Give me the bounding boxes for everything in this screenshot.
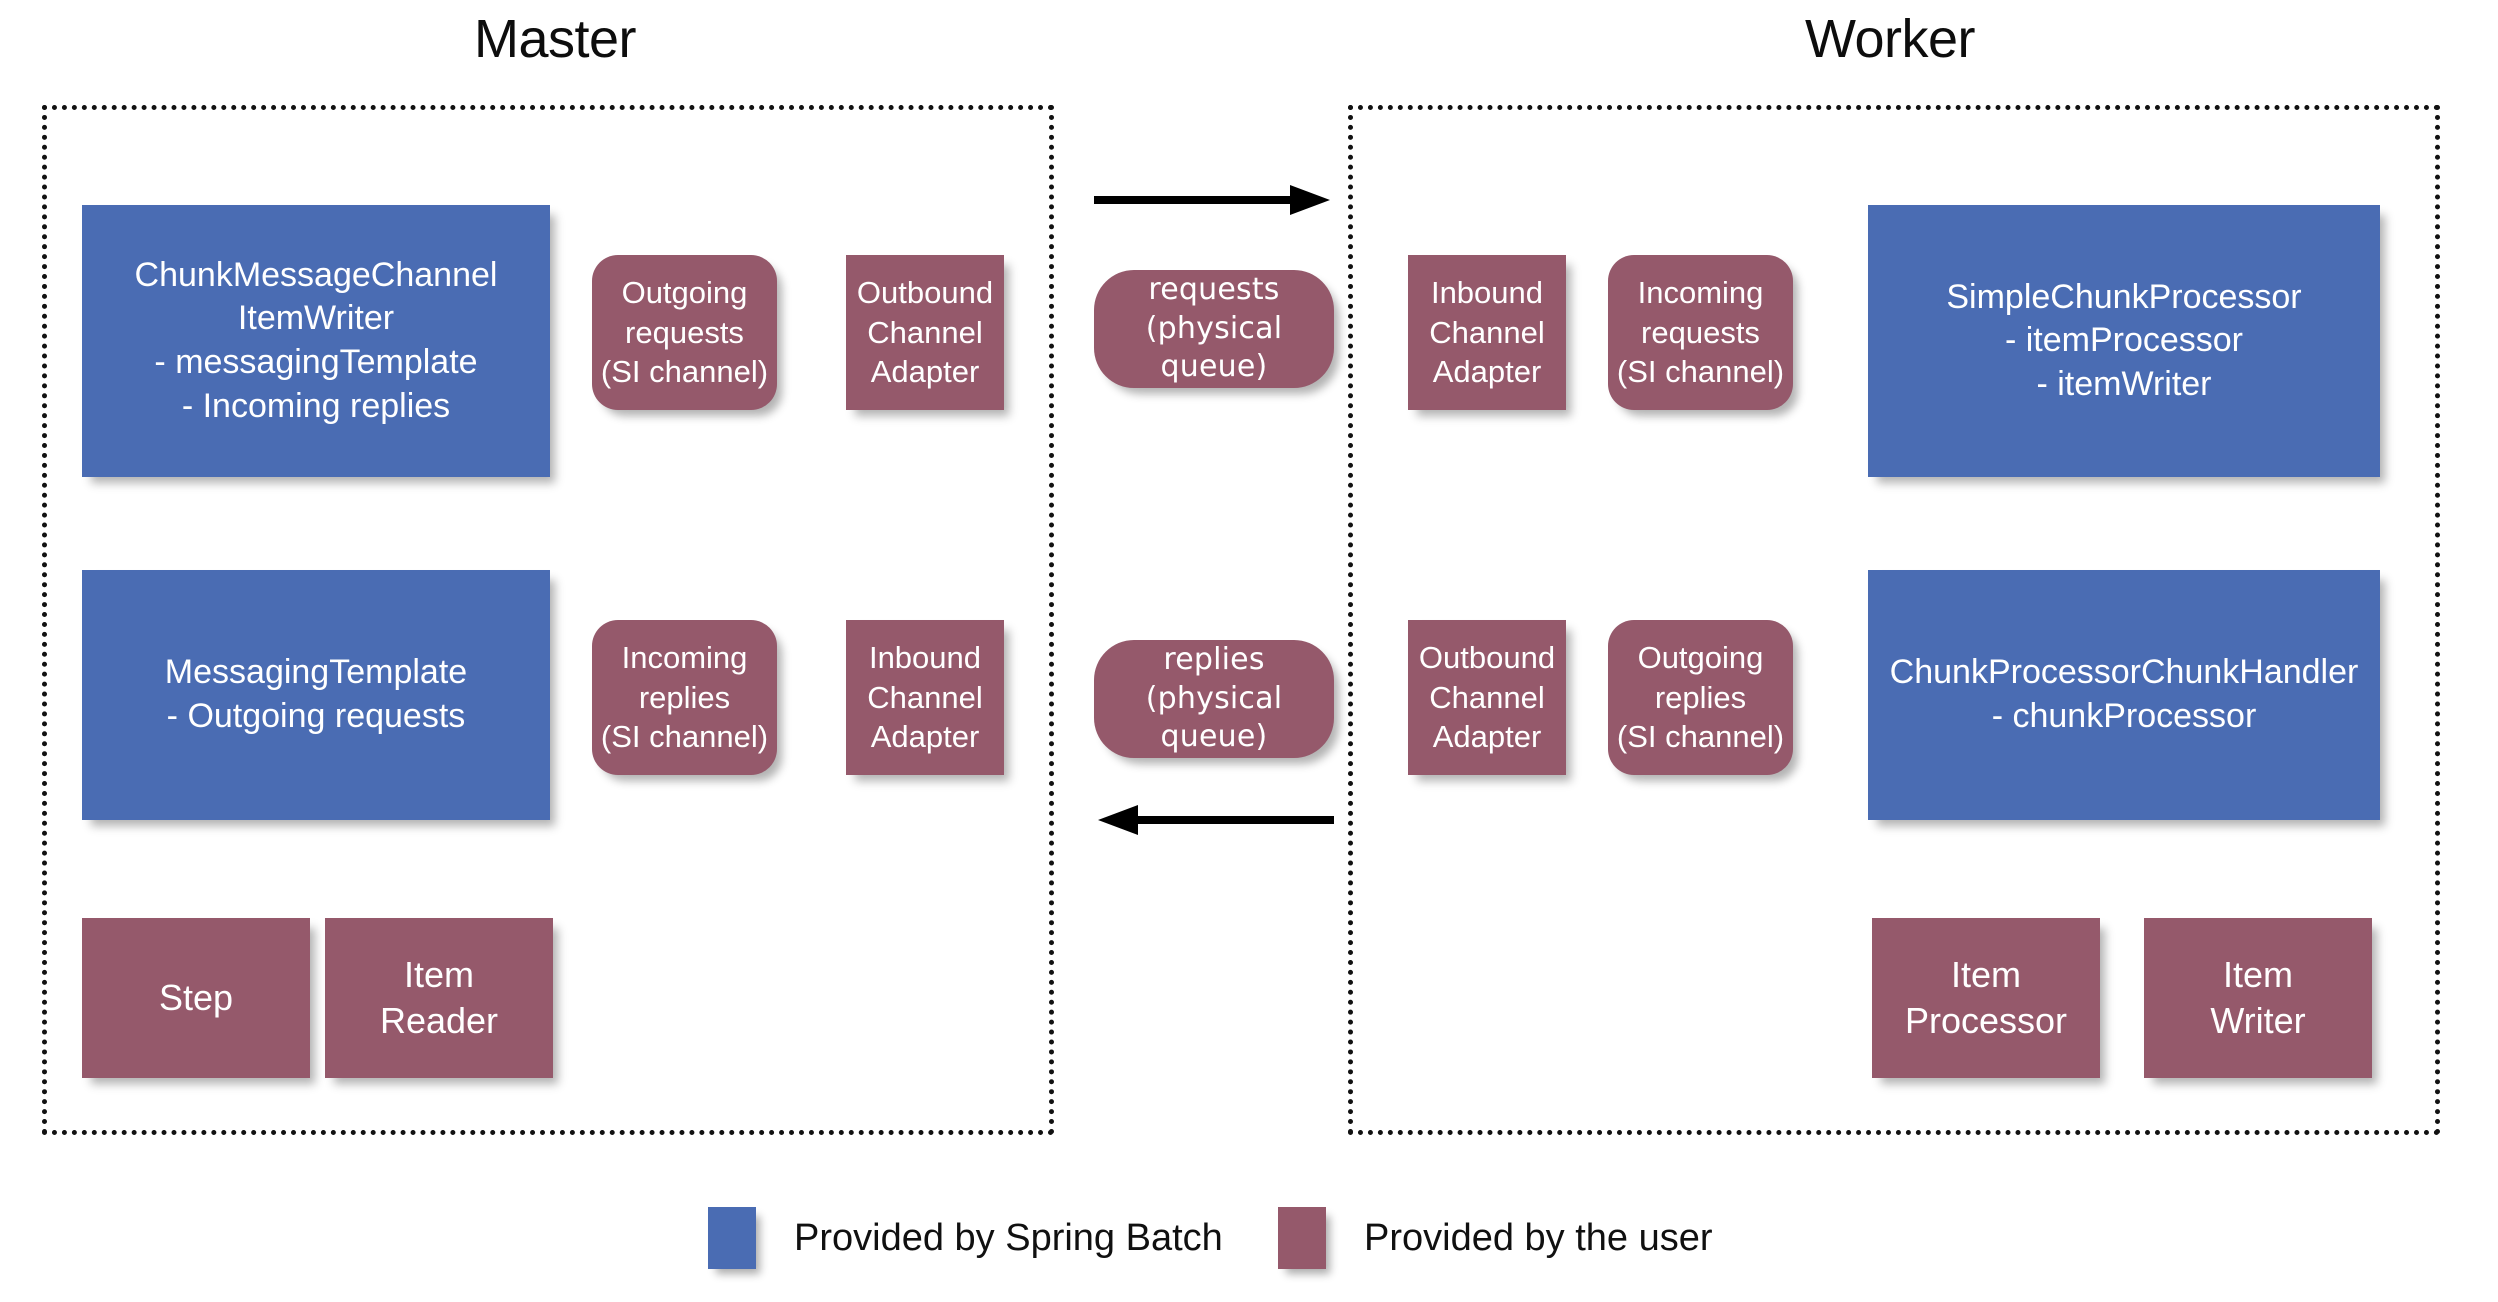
box-item-reader[interactable]: Item Reader — [325, 918, 553, 1078]
box-label: ChunkProcessorChunkHandler - chunkProces… — [1889, 653, 2359, 735]
worker-panel-border — [1348, 105, 2440, 1135]
box-label: requests (physical queue) — [1145, 272, 1283, 385]
box-worker-outbound-channel-adapter[interactable]: Outbound Channel Adapter — [1408, 620, 1566, 775]
box-requests-physical-queue[interactable]: requests (physical queue) — [1094, 270, 1334, 388]
box-messaging-template[interactable]: MessagingTemplate - Outgoing requests — [82, 570, 550, 820]
box-incoming-requests-si-channel-worker[interactable]: Incoming requests (SI channel) — [1608, 255, 1793, 410]
box-label: MessagingTemplate - Outgoing requests — [164, 653, 468, 735]
box-item-processor[interactable]: Item Processor — [1872, 918, 2100, 1078]
legend-user: Provided by the user — [1278, 1207, 1713, 1269]
box-label: Item Processor — [1904, 953, 2068, 1041]
box-worker-inbound-channel-adapter[interactable]: Inbound Channel Adapter — [1408, 255, 1566, 410]
box-label: Step — [158, 976, 234, 1018]
box-label: Outbound Channel Adapter — [1418, 639, 1556, 755]
box-label: Inbound Channel Adapter — [867, 639, 983, 755]
box-label: Inbound Channel Adapter — [1429, 274, 1545, 390]
box-incoming-replies-si-channel[interactable]: Incoming replies (SI channel) — [592, 620, 777, 775]
box-chunk-processor-chunk-handler[interactable]: ChunkProcessorChunkHandler - chunkProces… — [1868, 570, 2380, 820]
legend-spring-batch: Provided by Spring Batch — [708, 1207, 1223, 1269]
box-item-writer[interactable]: Item Writer — [2144, 918, 2372, 1078]
box-outgoing-requests-si-channel[interactable]: Outgoing requests (SI channel) — [592, 255, 777, 410]
arrow-requests-right-icon — [1094, 185, 1330, 215]
box-outgoing-replies-si-channel[interactable]: Outgoing replies (SI channel) — [1608, 620, 1793, 775]
box-replies-physical-queue[interactable]: replies (physical queue) — [1094, 640, 1334, 758]
box-step[interactable]: Step — [82, 918, 310, 1078]
worker-panel-title: Worker — [1804, 9, 1976, 69]
box-label: Outbound Channel Adapter — [856, 274, 994, 390]
box-label: SimpleChunkProcessor - itemProcessor - i… — [1946, 277, 2302, 403]
box-label: ChunkMessageChannel ItemWriter - messagi… — [134, 255, 498, 425]
legend-swatch-spring-batch — [708, 1207, 756, 1269]
box-label: Item Reader — [379, 953, 499, 1041]
box-label: Outgoing replies (SI channel) — [1616, 639, 1785, 755]
box-label: Incoming replies (SI channel) — [600, 639, 769, 755]
legend-label-spring-batch: Provided by Spring Batch — [794, 1217, 1223, 1259]
legend-swatch-user — [1278, 1207, 1326, 1269]
box-master-inbound-channel-adapter[interactable]: Inbound Channel Adapter — [846, 620, 1004, 775]
master-panel-border — [42, 105, 1054, 1135]
box-chunk-message-channel-item-writer[interactable]: ChunkMessageChannel ItemWriter - messagi… — [82, 205, 550, 477]
legend-label-user: Provided by the user — [1364, 1217, 1713, 1259]
arrow-replies-left-icon — [1098, 805, 1334, 835]
box-label: replies (physical queue) — [1145, 642, 1283, 755]
box-label: Outgoing requests (SI channel) — [600, 274, 769, 390]
box-master-outbound-channel-adapter[interactable]: Outbound Channel Adapter — [846, 255, 1004, 410]
box-label: Item Writer — [2210, 953, 2306, 1041]
master-panel-title: Master — [473, 9, 637, 69]
box-simple-chunk-processor[interactable]: SimpleChunkProcessor - itemProcessor - i… — [1868, 205, 2380, 477]
box-label: Incoming requests (SI channel) — [1616, 274, 1785, 390]
